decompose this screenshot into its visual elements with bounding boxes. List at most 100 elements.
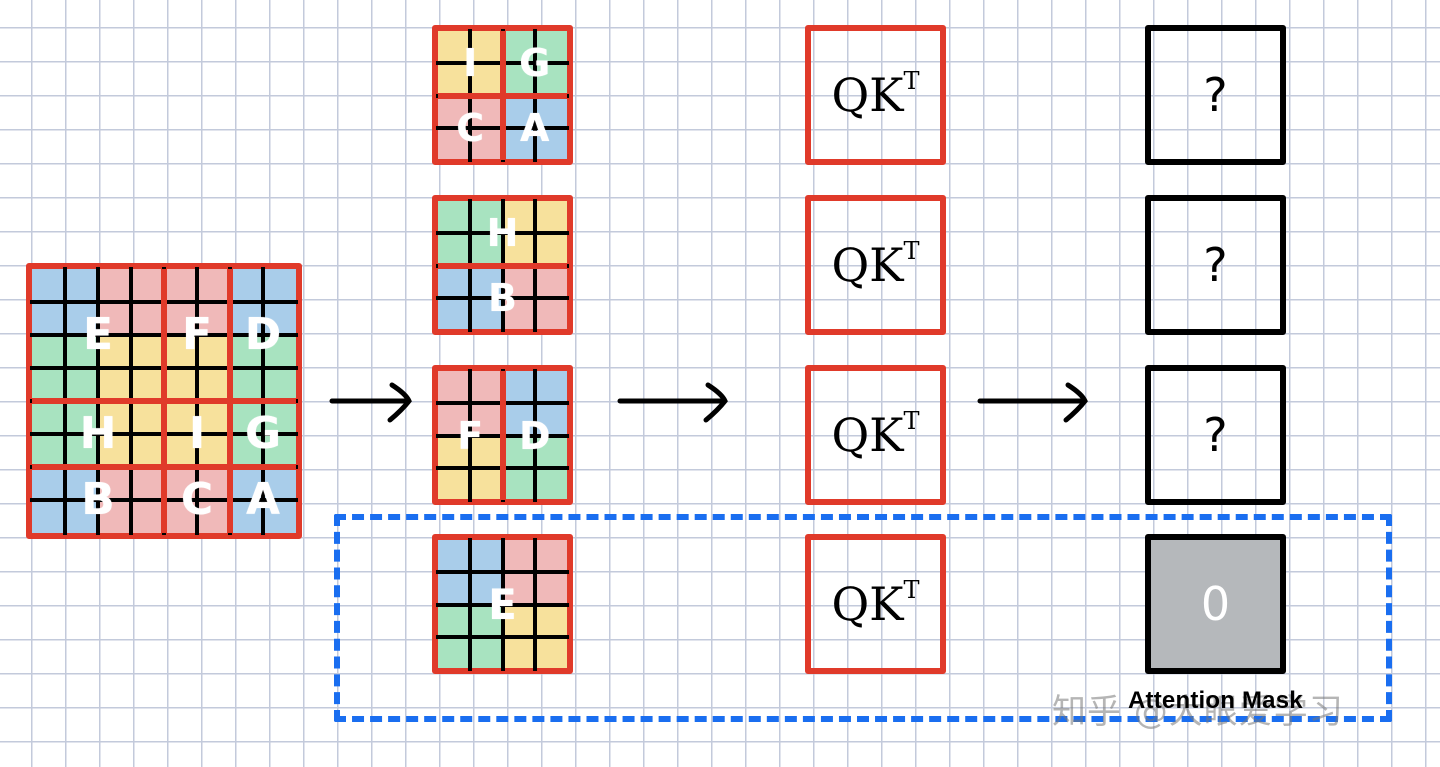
grid-cell-green (263, 335, 296, 368)
region-label: G (244, 408, 282, 459)
mask-box-3: ? (1145, 365, 1286, 505)
grid-cell-green (438, 233, 471, 265)
grid-cell-yellow (164, 401, 197, 434)
grid-cell-yellow (470, 63, 503, 95)
grid-cell-blue (230, 467, 263, 500)
arrow-right-icon (617, 382, 728, 423)
qk-label: QKT (831, 575, 920, 631)
region-label: C (456, 105, 485, 150)
grid-cell-blue (502, 127, 535, 159)
grid-cell-green (438, 604, 471, 636)
qk-label: QKT (831, 66, 920, 122)
grid-cell-green (32, 434, 65, 467)
grid-cell-yellow (470, 467, 503, 499)
grid-cell-pink (438, 95, 471, 127)
grid-cell-yellow (131, 368, 164, 401)
attention-mask-label: Attention Mask (1128, 687, 1303, 714)
grid-cell-pink (438, 403, 471, 435)
grid-cell-pink (197, 269, 230, 302)
grid-cell-green (230, 434, 263, 467)
grid-cell-yellow (502, 604, 535, 636)
grid-cell-blue (65, 302, 98, 335)
grid-cell-pink (164, 269, 197, 302)
region-label: F (457, 413, 484, 458)
grid-cell-blue (470, 297, 503, 329)
grid-cell-blue (502, 403, 535, 435)
region-label: E (488, 579, 517, 629)
grid-cell-yellow (131, 401, 164, 434)
grid-cell-green (230, 335, 263, 368)
grid-cell-green (230, 401, 263, 434)
grid-cell-blue (470, 572, 503, 604)
grid-cell-yellow (197, 368, 230, 401)
grid-cell-pink (98, 500, 131, 533)
grid-cell-blue (534, 403, 567, 435)
grid-cell-pink (131, 269, 164, 302)
grid-cell-pink (131, 467, 164, 500)
grid-cell-blue (32, 500, 65, 533)
grid-cell-green (502, 435, 535, 467)
grid-cell-green (438, 636, 471, 668)
region-label: H (486, 211, 519, 256)
zero-mask-value: 0 (1200, 577, 1231, 631)
grid-cell-yellow (164, 335, 197, 368)
arrow-right-icon (977, 382, 1088, 423)
grid-cell-blue (65, 500, 98, 533)
grid-cell-pink (470, 127, 503, 159)
region-label: I (188, 408, 206, 459)
grid-cell-blue (438, 572, 471, 604)
region-label: C (180, 474, 214, 525)
grid-cell-yellow (438, 31, 471, 63)
grid-cell-yellow (98, 434, 131, 467)
grid-cell-pink (164, 467, 197, 500)
grid-cell-pink (470, 403, 503, 435)
grid-cell-pink (98, 302, 131, 335)
grid-cell-pink (438, 127, 471, 159)
grid-cell-blue (438, 540, 471, 572)
region-label: E (82, 309, 114, 360)
grid-cell-yellow (534, 636, 567, 668)
grid-cell-green (534, 63, 567, 95)
grid-cell-green (470, 604, 503, 636)
grid-cell-green (65, 368, 98, 401)
grid-cell-pink (534, 265, 567, 297)
mask-box-1: ? (1145, 25, 1286, 165)
watermark: 知乎 @大眼爱学习 (1052, 692, 1344, 732)
arrow-right-icon (329, 382, 412, 423)
grid-cell-yellow (470, 31, 503, 63)
grid-cell-green (470, 636, 503, 668)
region-label: I (463, 41, 478, 86)
grid-cell-green (263, 368, 296, 401)
grid-cell-blue (263, 500, 296, 533)
grid-cell-yellow (197, 401, 230, 434)
grid-cell-green (65, 335, 98, 368)
region-label: F (181, 309, 213, 360)
grid-cell-pink (502, 540, 535, 572)
grid-cell-yellow (534, 604, 567, 636)
grid-cell-blue (502, 371, 535, 403)
grid-cell-yellow (502, 233, 535, 265)
grid-cell-blue (438, 297, 471, 329)
grid-cell-blue (32, 467, 65, 500)
region-label: G (519, 41, 551, 86)
grid-cell-pink (131, 302, 164, 335)
grid-cell-yellow (502, 201, 535, 233)
region-label: D (518, 413, 551, 458)
grid-cell-blue (470, 265, 503, 297)
grid-cell-yellow (164, 368, 197, 401)
region-label: H (79, 408, 117, 459)
qk-label: QKT (831, 406, 920, 462)
grid-cell-green (32, 368, 65, 401)
grid-cell-blue (230, 302, 263, 335)
grid-cell-yellow (502, 636, 535, 668)
grid-cell-blue (502, 95, 535, 127)
grid-cell-green (32, 401, 65, 434)
grid-cell-yellow (470, 435, 503, 467)
grid-cell-blue (65, 269, 98, 302)
grid-cell-green (502, 63, 535, 95)
qk-box-2: QKT (805, 195, 946, 335)
grid-cell-yellow (197, 434, 230, 467)
grid-cell-blue (263, 467, 296, 500)
